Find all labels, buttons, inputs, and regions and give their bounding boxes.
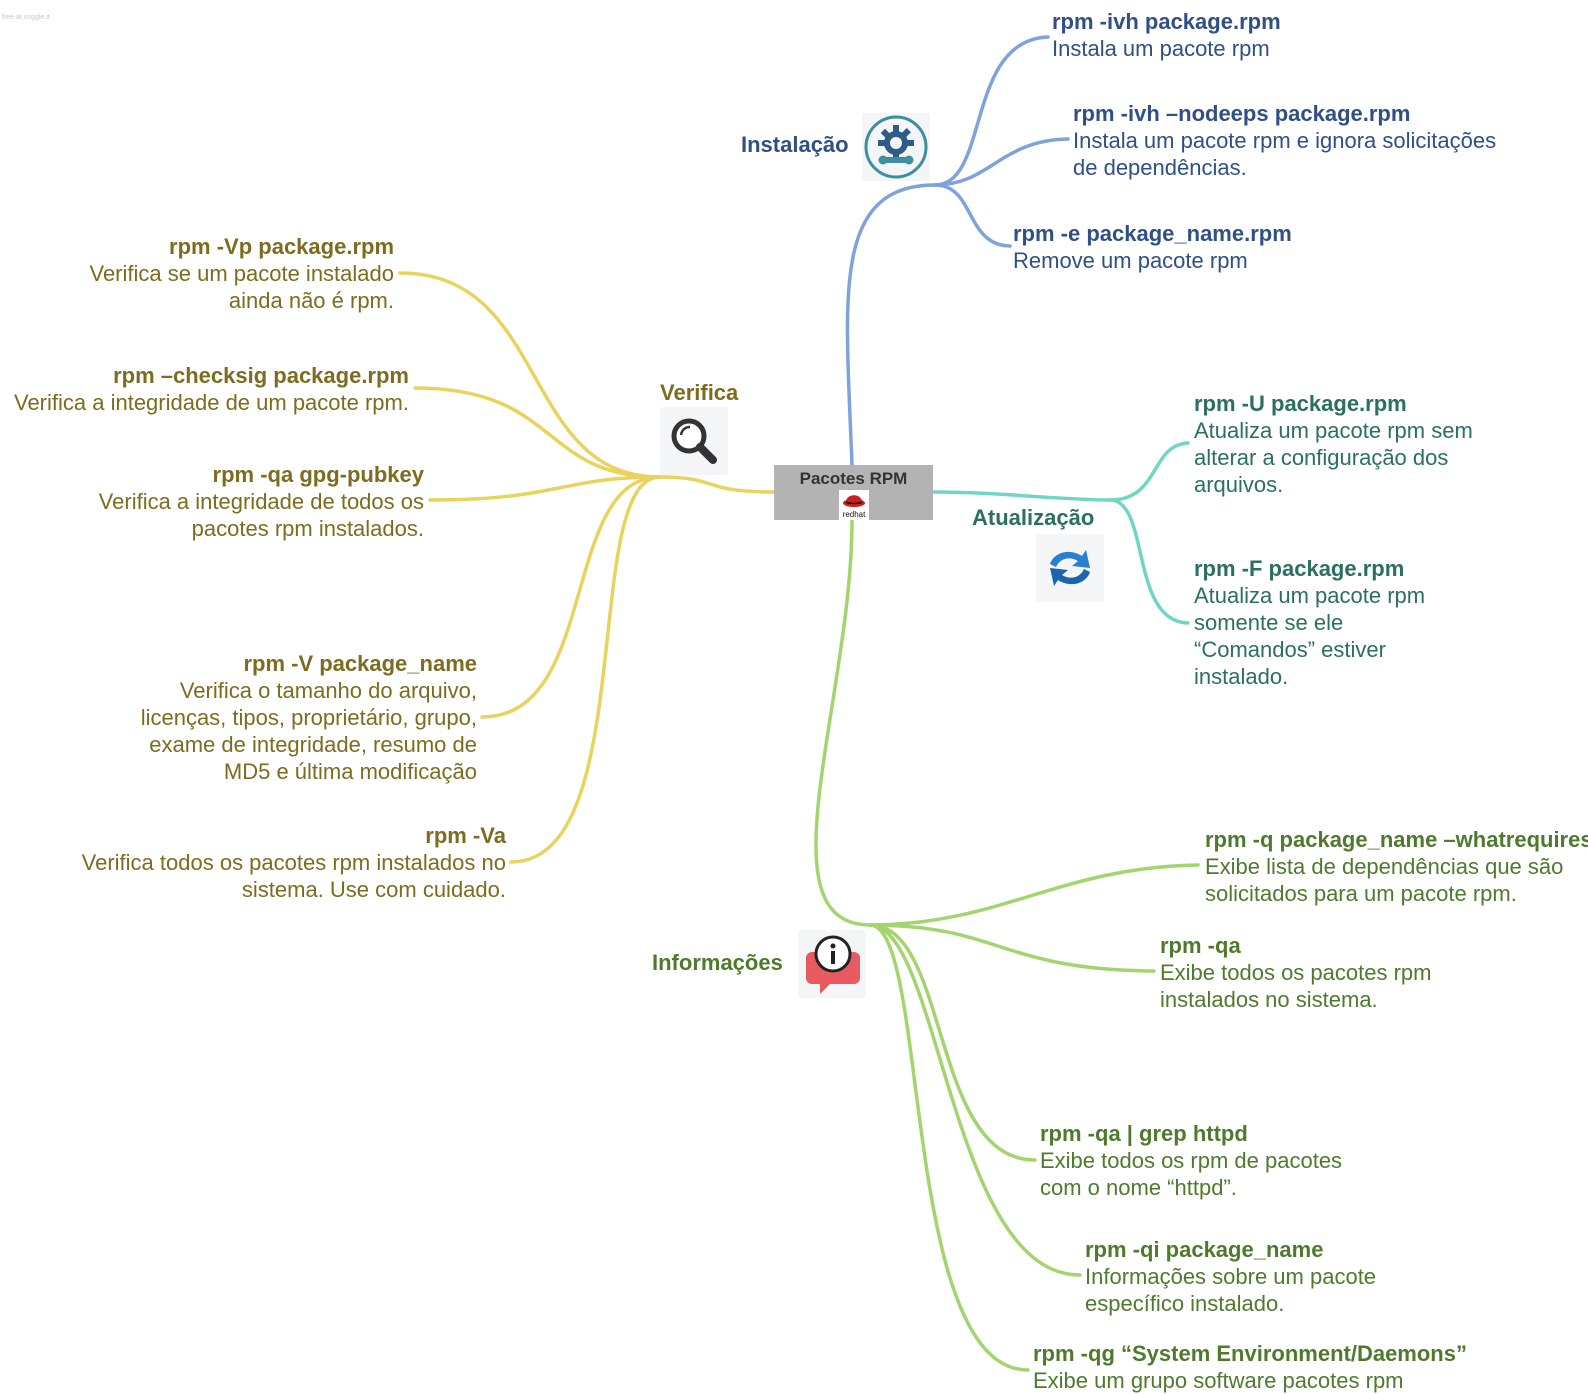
branch-instalacao-label[interactable]: Instalação xyxy=(741,132,849,157)
atualizacao-item-1[interactable]: rpm -U package.rpm Atualiza um pacote rp… xyxy=(1194,390,1473,498)
instalacao-item-3-cmd: rpm -e package_name.rpm xyxy=(1013,221,1292,246)
informacoes-item-2-cmd: rpm -qa xyxy=(1160,933,1241,958)
instalacao-item-2[interactable]: rpm -ivh –nodeeps package.rpm Instala um… xyxy=(1073,100,1496,181)
informacoes-item-4-desc-line-1: Informações sobre um pacote xyxy=(1085,1264,1377,1289)
redhat-logo-text: redhat xyxy=(842,510,865,519)
verifica-item-4-desc-line-4: MD5 e última modificação xyxy=(223,759,477,784)
redhat-logo-icon: redhat xyxy=(838,490,869,520)
link-instalacao-item-2 xyxy=(933,137,1070,187)
informacoes-item-1-desc-line-1: Exibe lista de dependências que são xyxy=(1205,854,1564,879)
instalacao-item-2-desc-line-1: Instala um pacote rpm e ignora solicitaç… xyxy=(1073,128,1497,153)
magnifier-icon xyxy=(671,418,717,464)
verifica-item-4-desc-line-3: exame de integridade, resumo de xyxy=(149,732,477,757)
link-central-informacoes xyxy=(814,518,872,927)
atualizacao-item-1-desc-line-1: Atualiza um pacote rpm sem xyxy=(1194,418,1473,443)
verifica-item-2-desc: Verifica a integridade de um pacote rpm. xyxy=(13,390,409,415)
atualizacao-item-2-desc-line-2: somente se ele xyxy=(1194,610,1344,635)
verifica-item-1-desc-line-1: Verifica se um pacote instalado xyxy=(89,261,394,286)
verifica-item-5-desc-line-2: sistema. Use com cuidado. xyxy=(241,877,506,902)
branch-atualizacao-icon-box xyxy=(1036,534,1104,602)
link-verifica-item-3 xyxy=(428,475,662,502)
verifica-item-5-desc-line-1: Verifica todos os pacotes rpm instalados… xyxy=(81,850,506,875)
informacoes-item-3[interactable]: rpm -qa | grep httpd Exibe todos os rpm … xyxy=(1040,1120,1342,1201)
link-central-instalacao xyxy=(845,183,937,467)
central-node[interactable]: Pacotes RPM redhat xyxy=(774,465,933,520)
verifica-item-3[interactable]: rpm -qa gpg-pubkey Verifica a integridad… xyxy=(99,461,424,542)
verifica-item-3-cmd: rpm -qa gpg-pubkey xyxy=(212,462,424,487)
informacoes-item-3-desc-line-1: Exibe todos os rpm de pacotes xyxy=(1040,1148,1343,1173)
branch-informacoes-icon-box xyxy=(798,930,866,998)
instalacao-item-3[interactable]: rpm -e package_name.rpm Remove um pacote… xyxy=(1013,220,1292,274)
verifica-item-3-desc-line-2: pacotes rpm instalados. xyxy=(191,516,424,541)
verifica-item-3-desc-line-1: Verifica a integridade de todos os xyxy=(98,489,424,514)
atualizacao-item-1-desc-line-3: arquivos. xyxy=(1194,472,1284,497)
verifica-item-1[interactable]: rpm -Vp package.rpm Verifica se um pacot… xyxy=(89,233,394,314)
informacoes-item-2-desc-line-2: instalados no sistema. xyxy=(1160,987,1378,1012)
verifica-item-5[interactable]: rpm -Va Verifica todos os pacotes rpm in… xyxy=(82,822,506,903)
refresh-arrows-icon xyxy=(1050,550,1090,586)
verifica-item-4-cmd: rpm -V package_name xyxy=(243,651,477,676)
link-atualizacao-item-1 xyxy=(1108,441,1190,502)
gear-wrench-icon xyxy=(864,115,928,179)
link-verifica-item-5 xyxy=(509,475,662,864)
branch-verifica-label[interactable]: Verifica xyxy=(660,380,739,405)
info-speech-bubble-icon xyxy=(806,935,860,994)
informacoes-item-5[interactable]: rpm -qg “System Environment/Daemons” Exi… xyxy=(1033,1340,1467,1394)
link-informacoes-item-2 xyxy=(868,923,1156,973)
instalacao-item-2-cmd: rpm -ivh –nodeeps package.rpm xyxy=(1073,101,1411,126)
link-verifica-item-4 xyxy=(480,475,662,719)
atualizacao-item-1-cmd: rpm -U package.rpm xyxy=(1194,391,1407,416)
branch-atualizacao-label[interactable]: Atualização xyxy=(972,505,1095,530)
informacoes-item-4-cmd: rpm -qi package_name xyxy=(1085,1237,1324,1262)
link-informacoes-item-5 xyxy=(868,923,1030,1372)
informacoes-item-1-desc-line-2: solicitados para um pacote rpm. xyxy=(1205,881,1517,906)
atualizacao-item-2-desc-line-3: “Comandos” estiver xyxy=(1194,637,1386,662)
informacoes-item-3-cmd: rpm -qa | grep httpd xyxy=(1040,1121,1248,1146)
verifica-item-1-cmd: rpm -Vp package.rpm xyxy=(169,234,394,259)
informacoes-item-3-desc-line-2: com o nome “httpd”. xyxy=(1040,1175,1237,1200)
link-informacoes-item-1 xyxy=(868,863,1200,927)
verifica-item-4-desc-line-2: licenças, tipos, proprietário, grupo, xyxy=(140,705,477,730)
watermark: free at coggle.it xyxy=(2,14,50,21)
informacoes-item-5-desc: Exibe um grupo software pacotes rpm xyxy=(1033,1368,1404,1393)
verifica-item-5-cmd: rpm -Va xyxy=(425,823,506,848)
link-central-atualizacao xyxy=(931,490,1112,502)
instalacao-item-1[interactable]: rpm -ivh package.rpm Instala um pacote r… xyxy=(1052,8,1281,62)
informacoes-item-1-cmd: rpm -q package_name –whatrequires xyxy=(1205,827,1588,852)
informacoes-item-4-desc-line-2: específico instalado. xyxy=(1085,1291,1285,1316)
informacoes-item-1[interactable]: rpm -q package_name –whatrequires Exibe … xyxy=(1205,826,1588,907)
central-node-title: Pacotes RPM xyxy=(799,469,908,488)
verifica-item-2-cmd: rpm –checksig package.rpm xyxy=(113,363,409,388)
instalacao-item-1-desc: Instala um pacote rpm xyxy=(1052,36,1270,61)
branch-verifica-icon-box xyxy=(660,407,728,475)
informacoes-item-2[interactable]: rpm -qa Exibe todos os pacotes rpm insta… xyxy=(1160,932,1431,1013)
atualizacao-item-2-desc-line-1: Atualiza um pacote rpm xyxy=(1194,583,1426,608)
instalacao-item-2-desc-line-2: de dependências. xyxy=(1073,155,1247,180)
atualizacao-item-2[interactable]: rpm -F package.rpm Atualiza um pacote rp… xyxy=(1194,555,1425,690)
instalacao-item-3-desc: Remove um pacote rpm xyxy=(1013,248,1248,273)
link-verifica-item-1 xyxy=(398,271,662,479)
verifica-item-4[interactable]: rpm -V package_name Verifica o tamanho d… xyxy=(141,650,477,785)
atualizacao-item-2-cmd: rpm -F package.rpm xyxy=(1194,556,1405,581)
verifica-item-1-desc-line-2: ainda não é rpm. xyxy=(228,288,394,313)
link-central-verifica xyxy=(658,475,776,494)
branch-instalacao-icon-box xyxy=(862,113,930,181)
instalacao-item-1-cmd: rpm -ivh package.rpm xyxy=(1052,9,1281,34)
informacoes-item-4[interactable]: rpm -qi package_name Informações sobre u… xyxy=(1085,1236,1376,1317)
link-instalacao-item-3 xyxy=(933,183,1012,248)
verifica-item-4-desc-line-1: Verifica o tamanho do arquivo, xyxy=(179,678,477,703)
atualizacao-item-2-desc-line-4: instalado. xyxy=(1194,664,1289,689)
verifica-item-2[interactable]: rpm –checksig package.rpm Verifica a int… xyxy=(14,362,409,416)
branch-informacoes-label[interactable]: Informações xyxy=(652,950,783,975)
informacoes-item-5-cmd: rpm -qg “System Environment/Daemons” xyxy=(1033,1341,1467,1366)
link-informacoes-item-3 xyxy=(868,923,1037,1162)
link-atualizacao-item-2 xyxy=(1108,498,1190,625)
link-instalacao-item-1 xyxy=(933,35,1050,187)
link-informacoes-item-4 xyxy=(868,923,1082,1277)
informacoes-item-2-desc-line-1: Exibe todos os pacotes rpm xyxy=(1160,960,1432,985)
atualizacao-item-1-desc-line-2: alterar a configuração dos xyxy=(1194,445,1449,470)
link-verifica-item-2 xyxy=(413,386,662,479)
